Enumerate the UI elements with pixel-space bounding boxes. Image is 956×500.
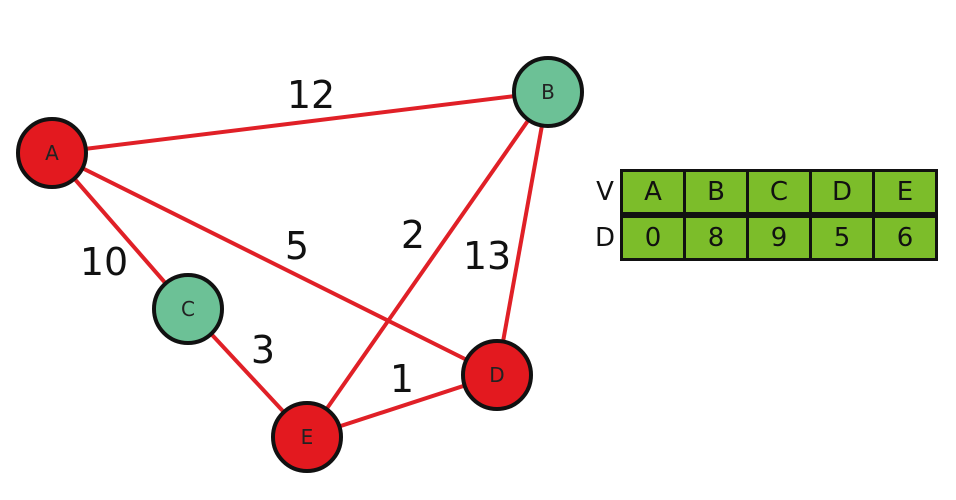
vertex-cell-e: E — [875, 172, 935, 212]
edge-b-d — [495, 91, 550, 376]
distance-row: D 0 8 9 5 6 — [590, 215, 938, 261]
nodes-layer: A B C D E — [16, 56, 584, 473]
edge-weight-b-e: 2 — [401, 213, 425, 257]
distance-cell-e: 6 — [875, 218, 935, 258]
vertex-cell-a: A — [623, 172, 683, 212]
node-b: B — [512, 56, 584, 128]
edge-b-e — [305, 90, 550, 439]
vertex-row-label: V — [596, 177, 614, 207]
vertex-cell-b: B — [686, 172, 746, 212]
distance-row-label: D — [594, 223, 616, 253]
distance-cell-c: 9 — [749, 218, 809, 258]
node-c: C — [152, 273, 224, 345]
vertex-cells: A B C D E — [620, 169, 938, 215]
node-label-d: D — [489, 363, 504, 387]
edge-weight-b-d: 13 — [463, 234, 511, 278]
node-e: E — [271, 401, 343, 473]
distance-cell-a: 0 — [623, 218, 683, 258]
node-label-b: B — [541, 80, 555, 104]
edge-weight-e-d: 1 — [390, 357, 414, 401]
distance-cell-b: 8 — [686, 218, 746, 258]
edge-weight-a-b: 12 — [287, 73, 335, 117]
edge-weight-a-d: 5 — [285, 224, 309, 268]
edge-weight-a-c: 10 — [80, 240, 128, 284]
distance-cell-d: 5 — [812, 218, 872, 258]
node-label-c: C — [181, 297, 195, 321]
edge-a-d — [51, 151, 498, 377]
node-circle-c — [152, 273, 224, 345]
node-a: A — [16, 117, 88, 189]
distance-table: V A B C D E D 0 8 9 5 6 — [590, 169, 938, 262]
edge-a-b — [51, 90, 549, 155]
vertex-cell-d: D — [812, 172, 872, 212]
distance-cells: 0 8 9 5 6 — [620, 215, 938, 261]
node-circle-e — [271, 401, 343, 473]
node-label-a: A — [45, 141, 59, 165]
node-circle-a — [16, 117, 88, 189]
edge-weights-layer: 12 10 5 2 13 3 1 — [80, 73, 511, 401]
vertex-row: V A B C D E — [590, 169, 938, 215]
vertex-cell-c: C — [749, 172, 809, 212]
node-label-e: E — [301, 425, 314, 449]
edge-weight-c-e: 3 — [251, 328, 275, 372]
node-circle-b — [512, 56, 584, 128]
node-circle-d — [461, 339, 533, 411]
node-d: D — [461, 339, 533, 411]
